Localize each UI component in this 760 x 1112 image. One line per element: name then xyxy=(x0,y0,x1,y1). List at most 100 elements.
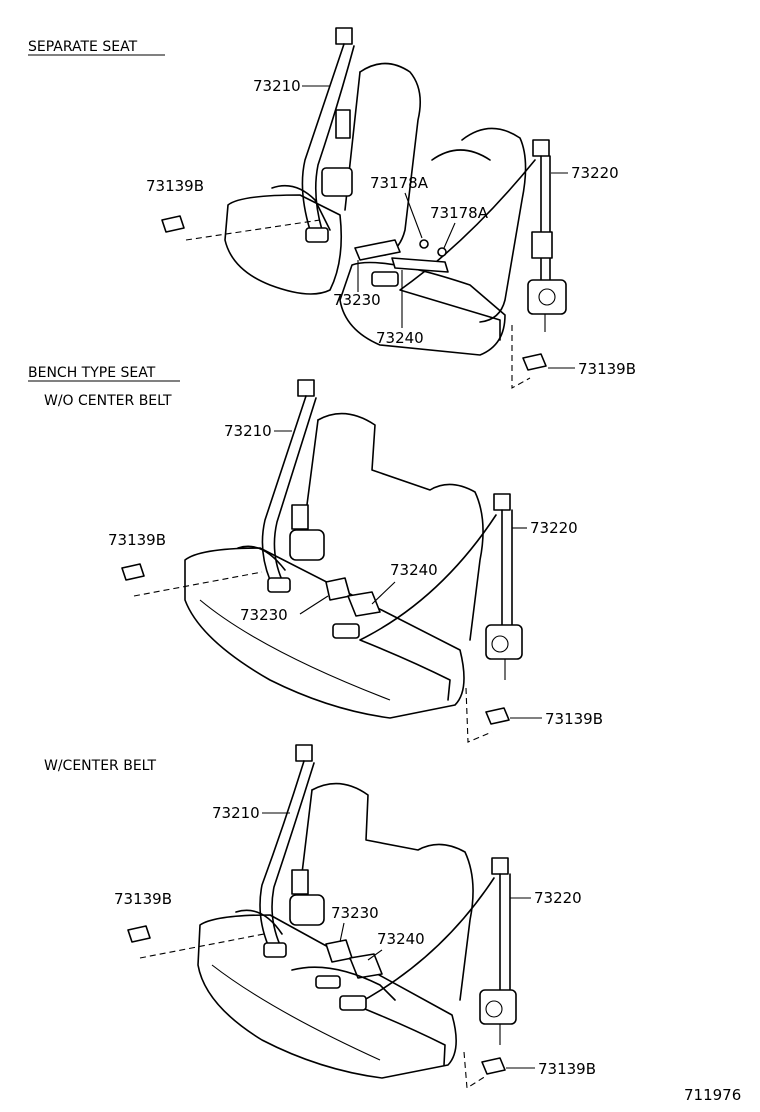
right-upper-anchor xyxy=(491,857,509,875)
part-label-73210: 73210 xyxy=(224,422,272,440)
right-retractor xyxy=(485,624,523,660)
cover-73139b-right xyxy=(522,353,547,371)
right-upper-anchor xyxy=(493,493,511,511)
part-label-73240: 73240 xyxy=(390,561,438,579)
right-retractor xyxy=(527,279,567,315)
leader-dashed-right-cover xyxy=(465,687,493,743)
part-label-73220: 73220 xyxy=(530,519,578,537)
part-label-73139b-left: 73139B xyxy=(146,177,204,195)
left-seatback-outline xyxy=(359,62,421,256)
part-label-73139b-left: 73139B xyxy=(114,890,172,908)
buckle-73240 xyxy=(391,257,449,273)
cover-73139b-left xyxy=(121,563,145,581)
section-title-bench-type-seat: BENCH TYPE SEAT xyxy=(28,365,156,381)
right-retractor-spool xyxy=(491,635,509,653)
part-label-73220: 73220 xyxy=(534,889,582,907)
right-lap-shoulder-belt xyxy=(399,159,536,341)
center-tongue-plate xyxy=(332,623,360,639)
cover-73139b-right xyxy=(481,1057,506,1075)
part-label-73178a-1: 73178A xyxy=(370,174,429,192)
leader-dashed-left-cover xyxy=(185,219,321,241)
left-belt-guide xyxy=(335,109,351,139)
leader-73240 xyxy=(367,949,383,961)
part-label-73139b-right: 73139B xyxy=(545,710,603,728)
left-tongue-plate xyxy=(263,942,287,958)
left-upper-anchor xyxy=(335,27,353,45)
right-upper-anchor xyxy=(532,139,550,157)
center-buckles xyxy=(325,577,381,639)
right-front-seat-illustration xyxy=(339,127,527,356)
bench-seatback-edge xyxy=(304,419,319,521)
left-upper-anchor xyxy=(297,379,315,397)
bolt-73178a-2 xyxy=(437,247,447,257)
bolt-73178a-1 xyxy=(419,239,429,249)
part-label-73240: 73240 xyxy=(377,930,425,948)
right-retractor-spool xyxy=(538,288,556,306)
leader-73178a-2 xyxy=(443,222,456,249)
left-belt-guide xyxy=(291,504,309,530)
bench-seat-with-center-belt-section: W/CENTER BELT xyxy=(44,744,596,1089)
right-headrest xyxy=(431,149,491,161)
left-retractor xyxy=(289,529,325,561)
bench-seat-cushion xyxy=(184,547,465,719)
left-belt-73210-assembly xyxy=(237,379,325,593)
buckle-73230 xyxy=(325,939,353,963)
left-tongue-plate xyxy=(305,227,329,243)
leader-73230 xyxy=(339,922,345,943)
cover-73139b-left xyxy=(127,925,151,943)
subsection-title-without-center-belt: W/O CENTER BELT xyxy=(44,393,172,409)
left-lap-belt xyxy=(235,909,283,935)
right-lap-shoulder-belt xyxy=(359,514,497,701)
part-label-73210: 73210 xyxy=(253,77,301,95)
leader-dashed-left-cover xyxy=(139,933,265,959)
bench-seat-cushion xyxy=(197,914,457,1079)
bench-seatback-outline xyxy=(317,412,484,641)
part-label-73210: 73210 xyxy=(212,804,260,822)
left-retractor xyxy=(289,894,325,926)
leader-73178a-1 xyxy=(404,192,423,239)
center-buckle-assembly xyxy=(354,239,449,287)
center-lap-belt xyxy=(291,966,396,1001)
left-shoulder-belt-edge xyxy=(314,45,355,231)
left-seat-belt-assembly xyxy=(271,27,355,243)
bench-seat-illustration xyxy=(197,782,474,1079)
left-upper-anchor xyxy=(295,744,313,762)
left-lap-belt xyxy=(237,545,286,571)
left-shoulder-belt xyxy=(301,43,345,231)
right-belt-guide xyxy=(531,231,553,259)
buckle-73240 xyxy=(347,591,381,617)
right-seat-belt-assembly xyxy=(399,139,567,341)
leader-dashed-left-cover xyxy=(133,571,263,597)
section-title-separate-seat: SEPARATE SEAT xyxy=(28,39,138,55)
left-belt-guide xyxy=(291,869,309,895)
center-belt-and-buckles xyxy=(291,939,396,1011)
right-retractor-spool xyxy=(485,1000,503,1018)
leader-dashed-right-cover xyxy=(511,325,531,389)
center-tongue-plate xyxy=(371,271,399,287)
part-label-73230: 73230 xyxy=(333,291,381,309)
buckle-73230 xyxy=(354,239,401,261)
right-belt-73220-assembly xyxy=(359,493,523,701)
part-label-73139b-right: 73139B xyxy=(538,1060,596,1078)
bench-seatback-outline xyxy=(311,782,474,1001)
bench-seat-without-center-belt-section: BENCH TYPE SEAT W/O CENTER BELT xyxy=(28,365,603,743)
right-retractor xyxy=(479,989,517,1025)
right-tongue-plate xyxy=(339,995,367,1011)
part-label-73230: 73230 xyxy=(240,606,288,624)
bench-cushion-seam xyxy=(211,964,381,1061)
right-seatback-outline xyxy=(461,127,527,323)
leader-dashed-right-cover xyxy=(463,1051,487,1089)
leader-73240 xyxy=(371,581,396,605)
left-seat-cushion xyxy=(224,194,343,295)
bench-seat-illustration xyxy=(184,412,484,719)
leader-73230 xyxy=(299,595,329,615)
part-label-73220: 73220 xyxy=(571,164,619,182)
left-lap-belt xyxy=(271,184,331,231)
separate-seat-section: SEPARATE SEAT xyxy=(28,27,636,389)
buckle-73230 xyxy=(325,577,351,601)
cover-73139b-right xyxy=(485,707,510,725)
bench-cushion-seam xyxy=(199,599,391,701)
figure-id: 711976 xyxy=(684,1086,741,1104)
part-label-73230: 73230 xyxy=(331,904,379,922)
